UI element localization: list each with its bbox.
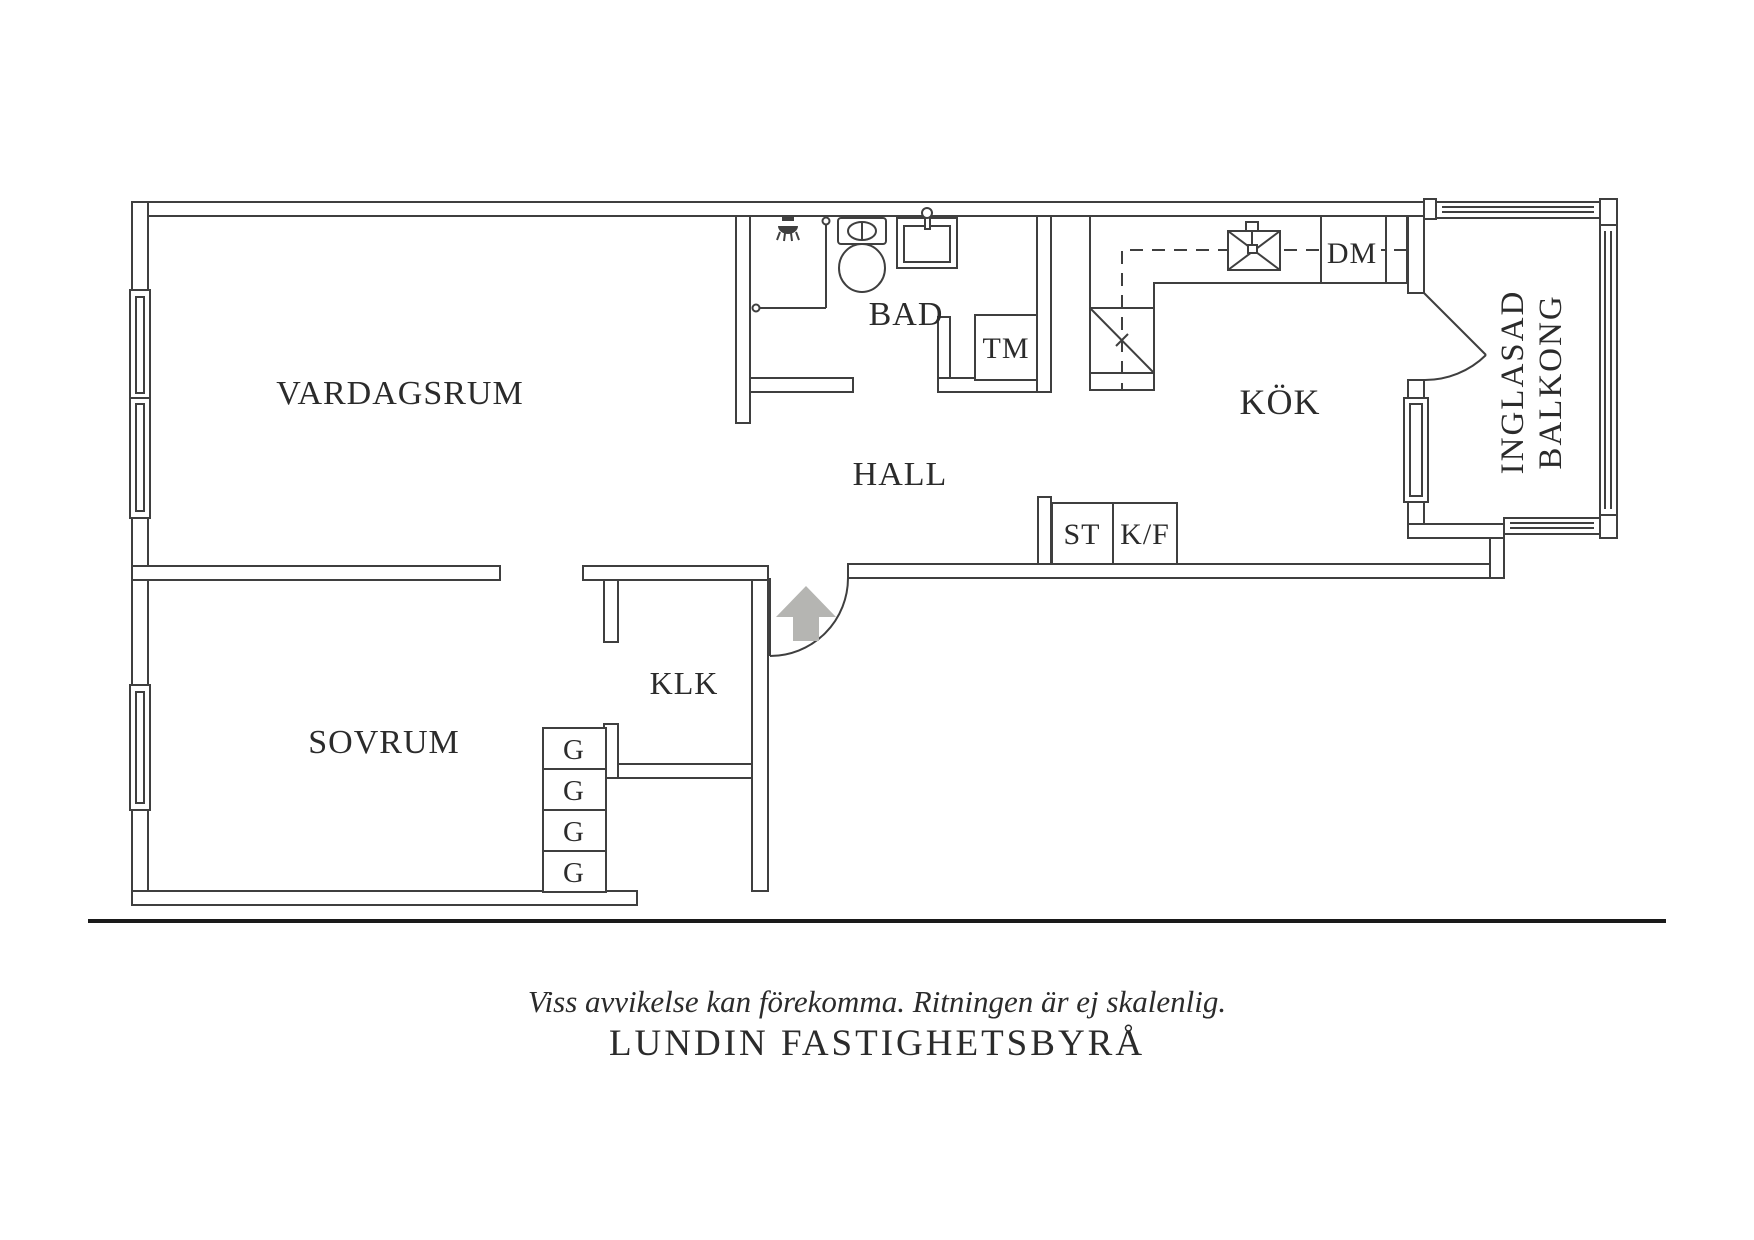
label-vardagsrum: VARDAGSRUM — [276, 375, 523, 412]
label-klk: KLK — [650, 665, 719, 701]
balcony-corner-top-left — [1423, 198, 1437, 220]
room-labels: VARDAGSRUM BAD TM HALL KÖK DM ST K/F KLK… — [276, 233, 1569, 889]
label-st: ST — [1063, 518, 1100, 551]
kitchen-fixtures — [1089, 217, 1408, 391]
livingroom-window — [129, 289, 151, 519]
wall-balcony-connector — [1489, 537, 1505, 579]
balcony-corner-top-right — [1599, 198, 1618, 226]
wall-klk-bottom — [617, 763, 753, 779]
dm-label-backing — [1323, 233, 1381, 269]
kitchen-counter — [1089, 217, 1408, 391]
footer-brand: LUNDIN FASTIGHETSBYRÅ — [608, 1023, 1146, 1064]
label-balkong: BALKONG — [1533, 294, 1569, 469]
label-g-2: G — [563, 775, 585, 807]
wall-livingroom-right — [735, 215, 751, 424]
wall-living-bedroom — [131, 565, 501, 581]
label-tm: TM — [983, 332, 1030, 365]
kitchen-sink-icon — [1227, 221, 1281, 271]
label-sovrum: SOVRUM — [308, 724, 459, 761]
wardrobe-box-4 — [542, 850, 607, 893]
cabinet-boxes — [542, 314, 1178, 893]
footer-disclaimer: Viss avvikelse kan förekomma. Ritningen … — [527, 984, 1227, 1019]
label-g-1: G — [563, 734, 585, 766]
wall-right-lower-section — [751, 565, 769, 892]
bathroom-sink-icon — [896, 207, 958, 269]
shower-icon — [751, 216, 831, 313]
toilet-icon — [837, 217, 887, 293]
label-dm: DM — [1327, 237, 1377, 270]
label-kf: K/F — [1120, 518, 1170, 551]
wall-top — [131, 201, 1426, 217]
balcony-corner-bottom-right — [1599, 514, 1618, 539]
entry-arrow-icon — [776, 586, 836, 641]
wall-balcony-left-upper — [1407, 215, 1425, 294]
bathroom-fixtures — [751, 207, 958, 313]
wall-tm-left — [937, 316, 951, 379]
washing-machine-box — [974, 314, 1038, 381]
label-inglasad: INGLASAD — [1495, 290, 1531, 475]
label-hall: HALL — [853, 456, 948, 493]
wall-left-upper — [131, 201, 149, 291]
interior-walls — [131, 215, 1052, 779]
entry-door — [769, 577, 849, 657]
label-kok: KÖK — [1240, 382, 1321, 422]
label-bad: BAD — [869, 296, 944, 333]
wall-left-middle — [131, 517, 149, 686]
balcony-glass-top — [1435, 201, 1601, 219]
wall-klk-top — [582, 565, 769, 581]
wall-balcony-bottom — [1407, 523, 1505, 539]
wall-bottom-bedroom — [131, 890, 638, 906]
wall-bath-bottom-left — [749, 377, 854, 393]
wall-st-stub — [1037, 496, 1052, 565]
bedroom-window — [129, 684, 151, 811]
kitchen-balcony-window — [1403, 397, 1429, 503]
wall-hall-bottom — [847, 563, 1499, 579]
wall-bath-kitchen — [1036, 215, 1052, 393]
balcony-glazing — [1423, 198, 1618, 539]
label-g-3: G — [563, 816, 585, 848]
upper-cabinet-dashed-line — [1121, 249, 1407, 390]
balcony-door — [1423, 292, 1487, 382]
balcony-glass-bottom — [1503, 517, 1601, 535]
balcony-glass-right — [1599, 224, 1618, 516]
kf-cabinet-box — [1112, 502, 1178, 565]
footer-divider — [88, 919, 1666, 923]
doors — [769, 292, 1487, 657]
windows — [129, 289, 1429, 811]
wall-klk-left-upper-stub — [603, 579, 619, 643]
label-g-4: G — [563, 857, 585, 889]
